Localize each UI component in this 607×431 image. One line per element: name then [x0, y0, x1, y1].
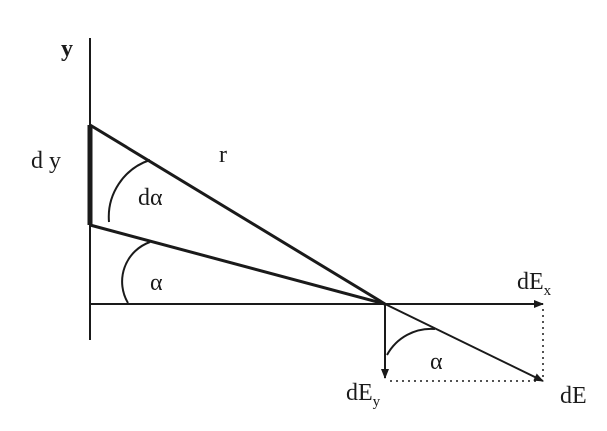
alpha-arc-upper [121, 241, 151, 304]
lower-ray [89, 223, 386, 306]
d-alpha-label: dα [138, 185, 163, 211]
dEx-label-sub: x [544, 283, 552, 299]
dEx-label-main: dE [517, 269, 544, 295]
dy-label: d y [31, 148, 61, 174]
y-axis-label: y [61, 36, 73, 62]
dEy-label: dEy [346, 380, 381, 410]
alpha-label-lower: α [430, 349, 443, 375]
alpha-arc-lower [386, 327, 436, 356]
dEx-label: dEx [517, 269, 552, 299]
dEy-label-main: dE [346, 380, 373, 406]
r-label: r [219, 142, 227, 168]
dE-vector [384, 303, 544, 382]
d-alpha-arc [107, 159, 151, 223]
alpha-label-upper: α [150, 270, 163, 296]
dE-label: dE [560, 383, 587, 409]
dEy-label-sub: y [373, 394, 381, 410]
upper-ray-r [89, 123, 386, 306]
